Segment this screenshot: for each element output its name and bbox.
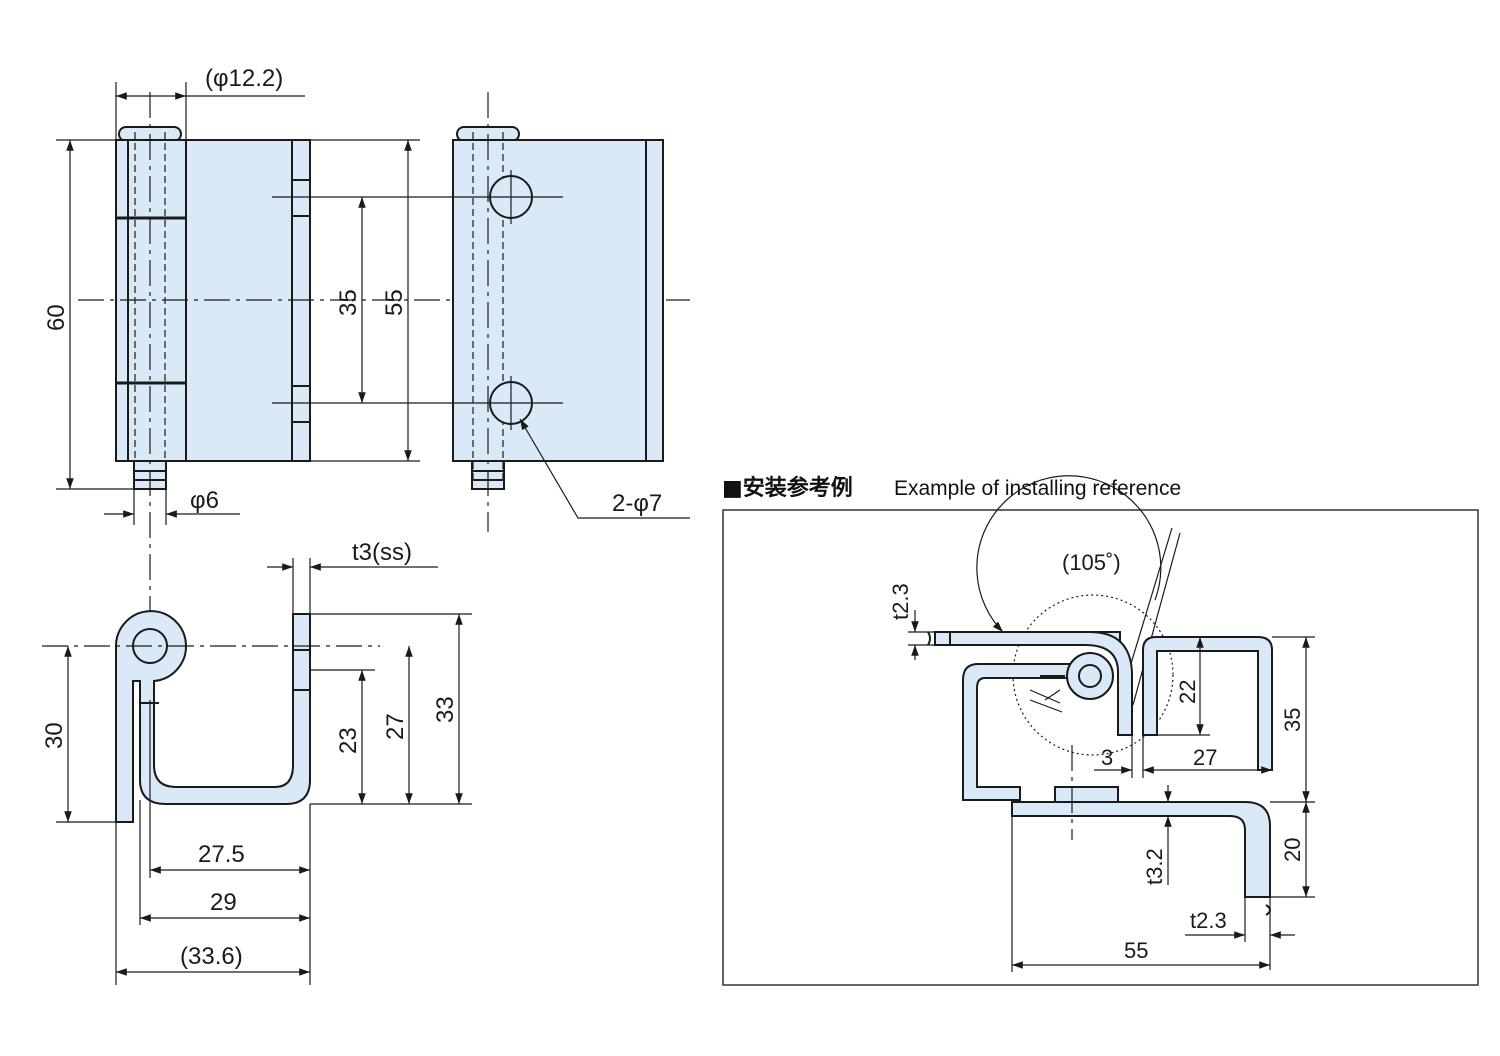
dim-holes: 2-φ7 <box>612 490 662 517</box>
dim-thickness: t3(ss) <box>352 539 412 566</box>
installation-reference: ■安装参考例 Example of installing reference (… <box>722 475 1479 986</box>
dim-width-inner: 27.5 <box>198 841 245 868</box>
dim-pin-head-diameter: (φ12.2) <box>205 65 283 92</box>
back-leaf <box>452 139 664 462</box>
dim-55: 55 <box>1124 938 1148 963</box>
dim-22: 22 <box>1175 680 1200 704</box>
dim-pin-diameter: φ6 <box>190 487 219 514</box>
reference-frame <box>722 509 1479 986</box>
dim-27: 27 <box>1193 745 1217 770</box>
front-view: (φ12.2) 60 φ6 <box>43 65 690 640</box>
dim-t-right: t2.3 <box>1190 908 1227 933</box>
back-view: 35 55 2-φ7 <box>272 92 690 532</box>
reference-title: ■安装参考例 <box>722 475 853 501</box>
dim-angle: (105˚) <box>1062 550 1121 575</box>
dim-height: 60 <box>43 304 70 331</box>
dim-27: 27 <box>382 713 409 740</box>
dim-3: 3 <box>1101 745 1113 770</box>
dim-pin-height: 30 <box>41 722 68 749</box>
dim-t-top: t2.3 <box>888 583 913 620</box>
dim-35: 35 <box>1280 708 1305 732</box>
dim-width-mid: 29 <box>210 889 237 916</box>
side-view: t3(ss) 30 23 27 33 27.5 29 (33.6) <box>41 539 472 985</box>
dim-leaf-height: 55 <box>381 289 408 316</box>
hinge-profile-installed <box>949 631 1133 736</box>
dim-33: 33 <box>432 696 459 723</box>
dim-20: 20 <box>1280 838 1305 862</box>
hinge-profile <box>115 610 311 823</box>
spacer <box>1054 786 1119 803</box>
dim-hole-pitch: 35 <box>335 289 362 316</box>
dim-t-bottom: t3.2 <box>1142 848 1167 885</box>
dim-23: 23 <box>335 727 362 754</box>
dim-width-overall: (33.6) <box>180 943 243 970</box>
reference-subtitle: Example of installing reference <box>894 477 1181 500</box>
